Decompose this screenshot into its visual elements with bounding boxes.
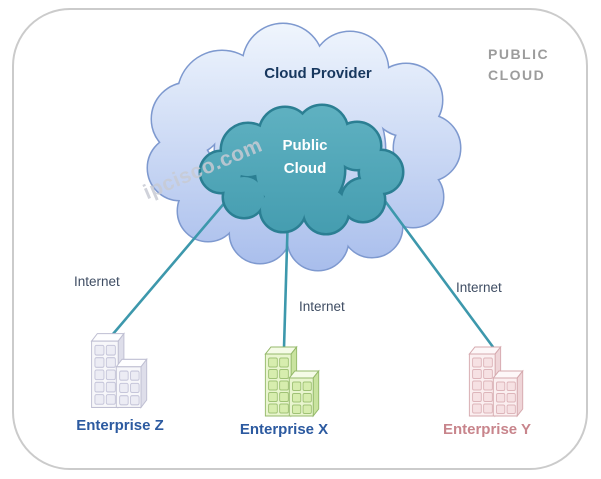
enterprise-x-building-icon: [265, 347, 319, 416]
internet-link-lines: [111, 176, 495, 350]
cloud-provider-label: Cloud Provider: [264, 65, 372, 82]
enterprise-x-label: Enterprise X: [239, 421, 329, 438]
internet-link-line-enterprise-y: [366, 176, 495, 349]
internet-link-line-enterprise-x: [282, 210, 290, 350]
enterprise-y-label: Enterprise Y: [442, 421, 532, 438]
enterprise-y-building-icon: [469, 347, 523, 416]
public-cloud-label-line2: Cloud: [283, 160, 327, 178]
internet-label-enterprise-x: Internet: [299, 299, 345, 314]
public-cloud-corner-label: PUBLIC CLOUD: [488, 44, 549, 86]
corner-label-line1: PUBLIC: [488, 46, 550, 62]
enterprise-z-label: Enterprise Z: [76, 417, 164, 434]
enterprise-z-building-icon: [91, 333, 147, 408]
public-cloud-label-line1: Public: [282, 137, 328, 154]
internet-label-enterprise-y: Internet: [456, 280, 502, 295]
corner-label-line2: CLOUD: [488, 67, 546, 83]
internet-link-line-enterprise-z: [111, 178, 246, 336]
internet-label-enterprise-z: Internet: [74, 274, 120, 289]
diagram-border-frame: [12, 8, 588, 470]
